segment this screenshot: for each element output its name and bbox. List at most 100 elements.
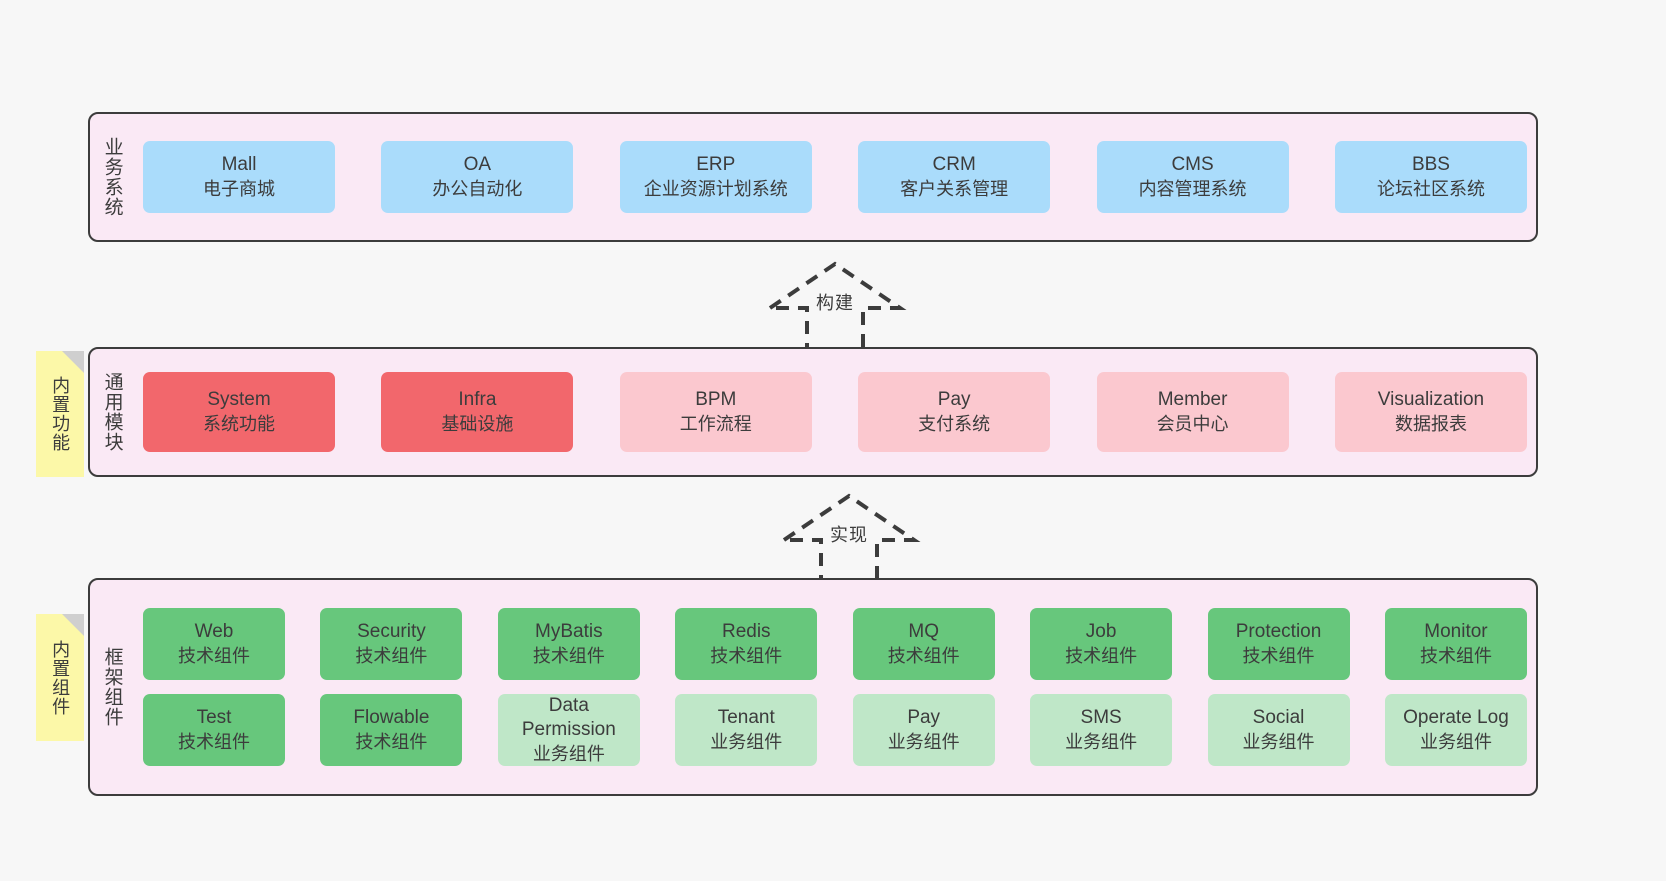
- card-test[interactable]: Test 技术组件: [143, 694, 285, 766]
- card-monitor[interactable]: Monitor 技术组件: [1384, 608, 1527, 680]
- card-title-en: ERP: [696, 153, 736, 175]
- card-title-en: Flowable: [353, 706, 430, 728]
- layer-label-framework-components: 框架组件: [101, 647, 123, 727]
- card-mall[interactable]: Mall 电子商城: [143, 141, 335, 213]
- card-title-cn: 技术组件: [710, 645, 783, 666]
- layer-framework-components: 框架组件 Web 技术组件 Security 技术组件 MyBatis 技术组件…: [88, 578, 1538, 796]
- card-title-cn: 支付系统: [918, 413, 991, 434]
- card-data-permission[interactable]: Data Permission 业务组件: [497, 694, 640, 766]
- framework-row-business: Test 技术组件 Flowable 技术组件 Data Permission …: [143, 694, 1527, 766]
- card-title-cn: 技术组件: [355, 645, 428, 666]
- sticky-note-builtin-components: 内置组件: [36, 614, 84, 741]
- framework-row-technical: Web 技术组件 Security 技术组件 MyBatis 技术组件 Redi…: [143, 608, 1527, 680]
- card-title-en: Visualization: [1377, 388, 1485, 410]
- connector-label-implement: 实现: [830, 525, 868, 545]
- card-title-cn: 企业资源计划系统: [643, 178, 788, 199]
- layer-body-common-modules: System 系统功能 Infra 基础设施 BPM 工作流程 Pay 支付系统…: [134, 349, 1536, 475]
- card-title-cn: 技术组件: [1242, 645, 1315, 666]
- card-title-en: MQ: [908, 620, 939, 642]
- card-title-en: Monitor: [1424, 620, 1488, 642]
- card-title-en: Web: [194, 620, 234, 642]
- connector-label-build: 构建: [816, 293, 854, 313]
- card-protection[interactable]: Protection 技术组件: [1207, 608, 1350, 680]
- sticky-note-builtin-features: 内置功能: [36, 351, 84, 477]
- card-bbs[interactable]: BBS 论坛社区系统: [1334, 141, 1527, 213]
- card-title-en: Operate Log: [1403, 706, 1509, 728]
- card-oa[interactable]: OA 办公自动化: [381, 141, 574, 213]
- dashed-up-arrow-icon: [763, 261, 907, 352]
- card-title-cn: 办公自动化: [432, 178, 523, 199]
- card-title-cn: 论坛社区系统: [1376, 178, 1485, 199]
- card-title-en: Pay: [907, 706, 941, 728]
- card-title-en: Data Permission: [521, 694, 616, 741]
- card-title-en: System: [207, 388, 271, 410]
- card-title-cn: 技术组件: [1419, 645, 1492, 666]
- card-title-cn: 业务组件: [887, 731, 960, 752]
- card-title-en: BPM: [695, 388, 737, 410]
- card-title-cn: 业务组件: [1242, 731, 1315, 752]
- card-erp[interactable]: ERP 企业资源计划系统: [619, 141, 812, 213]
- card-title-cn: 内容管理系统: [1138, 178, 1247, 199]
- card-crm[interactable]: CRM 客户关系管理: [858, 141, 1051, 213]
- card-title-cn: 技术组件: [178, 731, 250, 752]
- layer-body-business-systems: Mall 电子商城 OA 办公自动化 ERP 企业资源计划系统 CRM 客户关系…: [134, 114, 1536, 240]
- card-title-en: Job: [1085, 620, 1117, 642]
- card-mybatis[interactable]: MyBatis 技术组件: [497, 608, 640, 680]
- layer-label-business-systems: 业务系统: [101, 137, 123, 217]
- card-pay-component[interactable]: Pay 业务组件: [852, 694, 995, 766]
- card-title-en: Protection: [1235, 620, 1322, 642]
- card-title-en: CMS: [1171, 153, 1214, 175]
- card-infra[interactable]: Infra 基础设施: [381, 372, 574, 452]
- card-title-en: Redis: [721, 620, 771, 642]
- card-visualization[interactable]: Visualization 数据报表: [1334, 372, 1527, 452]
- card-cms[interactable]: CMS 内容管理系统: [1096, 141, 1289, 213]
- card-title-cn: 技术组件: [355, 731, 428, 752]
- card-sms[interactable]: SMS 业务组件: [1030, 694, 1173, 766]
- card-title-cn: 技术组件: [178, 645, 250, 666]
- card-title-cn: 业务组件: [1419, 731, 1492, 752]
- card-system[interactable]: System 系统功能: [143, 372, 335, 452]
- card-title-en: CRM: [932, 153, 976, 175]
- card-title-en: SMS: [1080, 706, 1122, 728]
- card-title-cn: 业务组件: [532, 744, 605, 764]
- card-title-cn: 技术组件: [887, 645, 960, 666]
- card-title-en: Infra: [458, 388, 497, 410]
- card-redis[interactable]: Redis 技术组件: [675, 608, 818, 680]
- card-title-en: BBS: [1411, 153, 1450, 175]
- layer-body-framework-components: Web 技术组件 Security 技术组件 MyBatis 技术组件 Redi…: [134, 580, 1536, 794]
- card-title-en: Member: [1157, 388, 1228, 410]
- dashed-up-arrow-icon: [777, 493, 921, 584]
- card-web[interactable]: Web 技术组件: [143, 608, 285, 680]
- card-title-en: Test: [196, 706, 232, 728]
- card-title-en: MyBatis: [535, 620, 603, 642]
- card-title-en: Pay: [937, 388, 971, 410]
- card-title-cn: 客户关系管理: [900, 178, 1009, 199]
- card-title-cn: 业务组件: [710, 731, 783, 752]
- card-mq[interactable]: MQ 技术组件: [852, 608, 995, 680]
- card-flowable[interactable]: Flowable 技术组件: [320, 694, 463, 766]
- card-social[interactable]: Social 业务组件: [1207, 694, 1350, 766]
- card-title-cn: 业务组件: [1065, 731, 1138, 752]
- layer-common-modules: 通用模块 System 系统功能 Infra 基础设施 BPM 工作流程 Pay…: [88, 347, 1538, 477]
- card-pay-module[interactable]: Pay 支付系统: [858, 372, 1051, 452]
- card-title-cn: 技术组件: [532, 645, 605, 666]
- card-job[interactable]: Job 技术组件: [1030, 608, 1173, 680]
- connector-implement-arrow: 实现: [774, 490, 924, 585]
- card-operate-log[interactable]: Operate Log 业务组件: [1384, 694, 1527, 766]
- card-title-en: Tenant: [717, 706, 775, 728]
- card-bpm[interactable]: BPM 工作流程: [619, 372, 812, 452]
- layer-label-common-modules: 通用模块: [101, 372, 123, 452]
- card-title-en: Social: [1252, 706, 1305, 728]
- connector-build-arrow: 构建: [760, 258, 910, 353]
- card-security[interactable]: Security 技术组件: [320, 608, 463, 680]
- layer-business-systems: 业务系统 Mall 电子商城 OA 办公自动化 ERP 企业资源计划系统 CRM…: [88, 112, 1538, 242]
- card-title-en: Security: [357, 620, 426, 642]
- card-title-cn: 电子商城: [203, 178, 275, 199]
- card-title-cn: 数据报表: [1394, 413, 1467, 434]
- sticky-note-label: 内置功能: [50, 376, 71, 452]
- card-tenant[interactable]: Tenant 业务组件: [675, 694, 818, 766]
- card-member[interactable]: Member 会员中心: [1096, 372, 1289, 452]
- card-title-cn: 技术组件: [1065, 645, 1138, 666]
- card-title-cn: 系统功能: [203, 413, 275, 434]
